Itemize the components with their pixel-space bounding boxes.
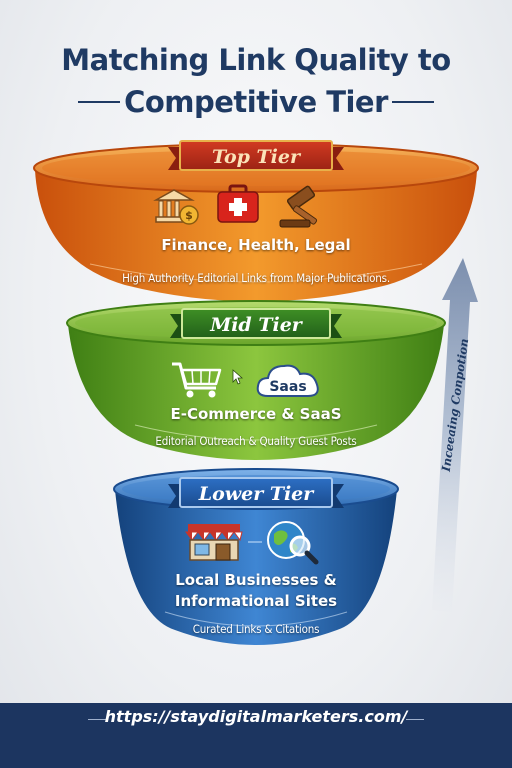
title-rule-left bbox=[78, 101, 120, 103]
competition-arrow bbox=[432, 258, 478, 612]
mid-tier-ribbon: Mid Tier bbox=[170, 308, 342, 339]
gavel-icon bbox=[279, 185, 318, 228]
title-line-2: Competitive Tier bbox=[124, 85, 388, 119]
top-tier-ribbon: Top Tier bbox=[168, 140, 344, 171]
shopping-cart-icon bbox=[172, 362, 222, 398]
lower-tier-name-line-2: Informational Sites bbox=[174, 592, 338, 610]
title-line-1: Matching Link Quality to bbox=[61, 43, 451, 77]
lower-tier-name-line-1: Local Businesses & bbox=[175, 571, 337, 589]
cloud-icon: Saas bbox=[256, 364, 319, 397]
title-rule-right bbox=[392, 101, 434, 103]
mid-tier-description: Editorial Outreach & Quality Guest Posts bbox=[155, 434, 357, 448]
lower-tier-description: Curated Links & Citations bbox=[192, 622, 320, 636]
mid-tier-ribbon-label: Mid Tier bbox=[209, 314, 304, 336]
mid-tier-name: E-Commerce & SaaS bbox=[170, 405, 342, 423]
globe-search-icon bbox=[267, 521, 319, 565]
footer-rule-left bbox=[88, 719, 106, 720]
cursor-icon bbox=[232, 369, 244, 385]
footer-url-link[interactable]: https://staydigitalmarketers.com/ bbox=[104, 707, 408, 726]
top-tier-name: Finance, Health, Legal bbox=[161, 236, 351, 254]
lower-tier-ribbon-label: Lower Tier bbox=[198, 483, 316, 505]
storefront-icon bbox=[185, 524, 243, 561]
svg-text:$: $ bbox=[185, 209, 193, 222]
first-aid-kit-icon bbox=[217, 184, 259, 223]
mid-tier-segment bbox=[66, 300, 446, 460]
bank-icon: $ bbox=[153, 189, 199, 225]
lower-tier-ribbon: Lower Tier bbox=[168, 477, 344, 508]
footer-rule-right bbox=[406, 719, 424, 720]
top-tier-description: High Authority Editorial Links from Majo… bbox=[122, 271, 390, 285]
footer-bar bbox=[0, 703, 512, 768]
cloud-icon-label: Saas bbox=[269, 379, 306, 395]
top-tier-ribbon-label: Top Tier bbox=[212, 146, 302, 168]
